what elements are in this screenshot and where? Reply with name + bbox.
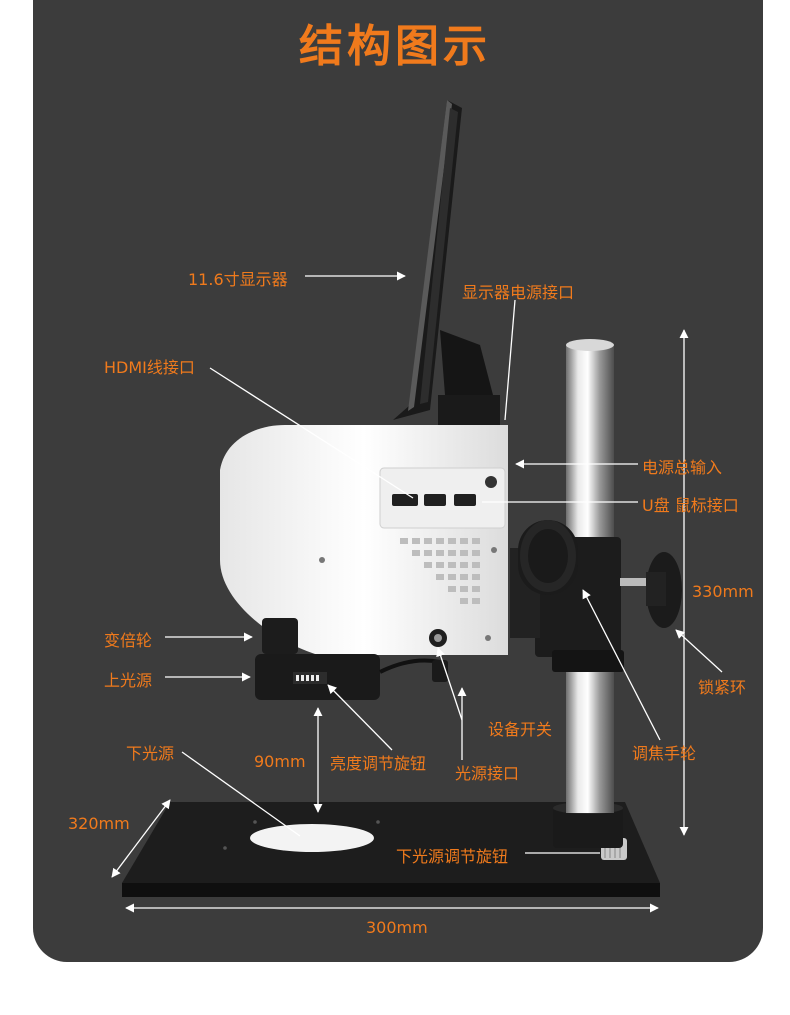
label-usb: U盘 鼠标接口 [642, 496, 739, 515]
leader-lines [165, 271, 723, 854]
zoom-wheel [262, 618, 298, 654]
dimension-height: 330mm [692, 582, 754, 601]
focus-wheel [518, 520, 578, 595]
label-upper-light: 上光源 [104, 671, 153, 690]
dimension-working-distance: 90mm [254, 752, 306, 771]
camera-body [220, 425, 508, 655]
base-plate [122, 802, 660, 897]
light-cable [379, 658, 448, 682]
label-zoom-wheel: 变倍轮 [104, 631, 153, 650]
label-lock-ring: 锁紧环 [698, 678, 747, 697]
dimension-lines [111, 329, 689, 913]
label-lower-light-knob: 下光源调节旋钮 [396, 847, 509, 866]
label-hdmi: HDMI线接口 [104, 358, 195, 377]
label-light-port: 光源接口 [455, 764, 520, 783]
label-display: 11.6寸显示器 [188, 270, 288, 289]
upper-light-ring [255, 654, 380, 700]
label-device-switch: 设备开关 [488, 720, 553, 739]
dimension-width: 300mm [366, 918, 428, 937]
label-main-power: 电源总输入 [642, 458, 723, 477]
label-focus-wheel: 调焦手轮 [632, 744, 697, 763]
label-lower-light: 下光源 [126, 744, 175, 763]
lock-ring [646, 552, 682, 628]
label-brightness-knob: 亮度调节旋钮 [330, 754, 427, 773]
monitor [393, 100, 462, 420]
monitor-stand [438, 330, 500, 425]
dimension-depth: 320mm [68, 814, 130, 833]
page-title: 结构图示 [299, 21, 491, 72]
label-display-power: 显示器电源接口 [462, 283, 575, 302]
